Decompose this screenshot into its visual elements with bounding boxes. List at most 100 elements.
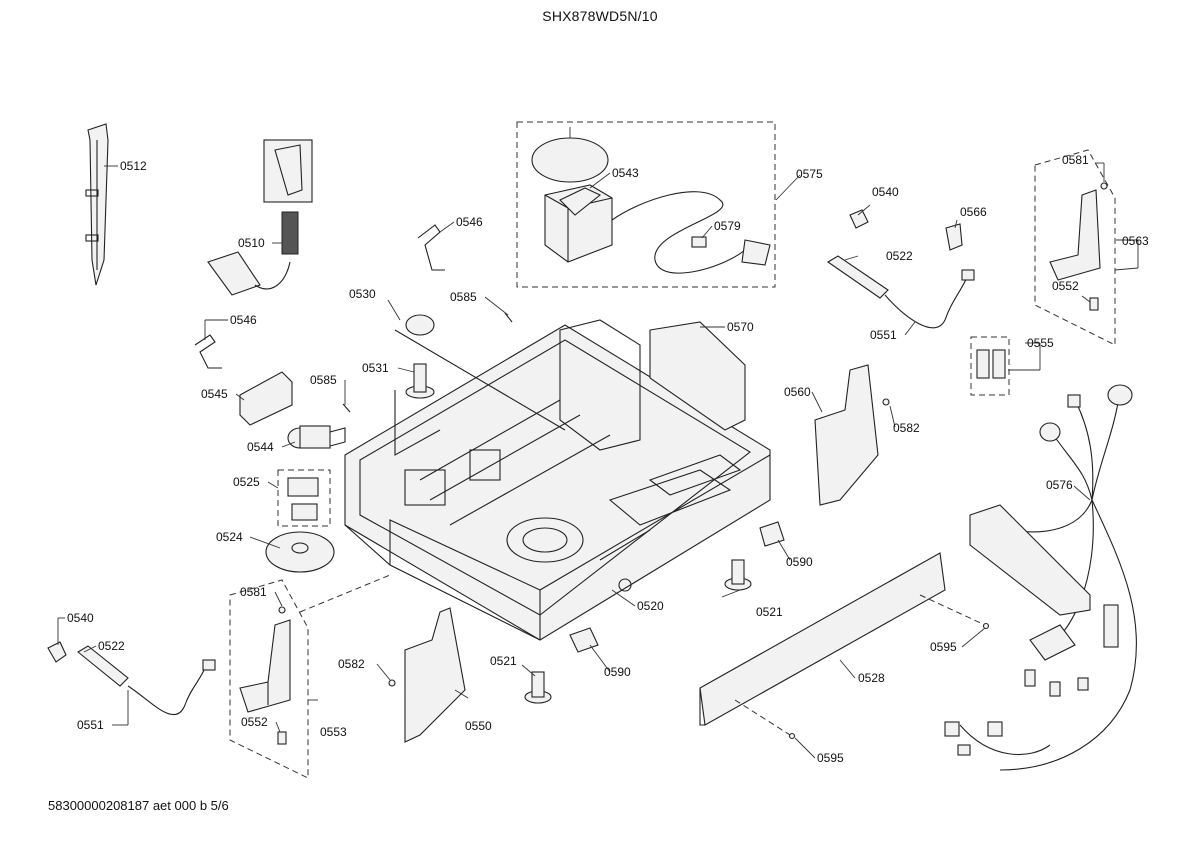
- callout-0585-upper: 0585: [450, 290, 477, 304]
- clip-0552-left: [277, 731, 287, 745]
- callout-0550: 0550: [465, 719, 492, 733]
- clip-0552-right: [1089, 297, 1099, 311]
- callout-0560: 0560: [784, 385, 811, 399]
- pin-0522-left: [77, 645, 129, 687]
- callout-0540-right: 0540: [872, 185, 899, 199]
- screw-line-0595-lower: [734, 699, 791, 736]
- clip-0590-right: [759, 521, 785, 547]
- clip-0590-lower: [569, 627, 599, 653]
- callout-0543: 0543: [612, 166, 639, 180]
- base-frame-part: [344, 319, 771, 641]
- callout-0563: 0563: [1122, 234, 1149, 248]
- callout-0590-right: 0590: [786, 555, 813, 569]
- leader-lines: [57, 162, 1139, 759]
- sensor-head-0551-left: [202, 659, 216, 671]
- screw-0581-right: [1100, 182, 1108, 190]
- tube-0530-part: [394, 329, 566, 431]
- callout-0581-right: 0581: [1062, 153, 1089, 167]
- foot-0521-right: [724, 559, 752, 591]
- screw-0581-left: [278, 606, 286, 614]
- wire-harness-0576: [944, 384, 1137, 771]
- callout-0551-left: 0551: [77, 718, 104, 732]
- group-box-0563: [1034, 149, 1116, 346]
- sensor-housing-assembly: [531, 127, 771, 274]
- clip-0525-a: [287, 477, 319, 497]
- bracket-0550-part: [404, 607, 466, 743]
- callout-0531: 0531: [362, 361, 389, 375]
- callout-0528: 0528: [858, 671, 885, 685]
- screw-line-0595-upper: [919, 594, 986, 626]
- group-box-0555: [970, 336, 1010, 396]
- callout-0522-left: 0522: [98, 639, 125, 653]
- callout-0521-lower: 0521: [490, 654, 517, 668]
- disc-0524-part: [265, 531, 335, 573]
- foot-0521-lower: [524, 671, 552, 704]
- callout-0546-upper: 0546: [456, 215, 483, 229]
- callout-0521-right: 0521: [756, 605, 783, 619]
- callout-0552-right: 0552: [1052, 279, 1079, 293]
- bracket-0553-part: [239, 619, 291, 713]
- group-box-0575: [516, 121, 776, 288]
- callout-0582-right: 0582: [893, 421, 920, 435]
- sensor-head-0551-right: [961, 269, 975, 281]
- screw-0595-upper: [982, 622, 990, 630]
- callout-0510: 0510: [238, 236, 265, 250]
- clip-0555-b: [992, 349, 1006, 379]
- foot-0531-part: [405, 363, 435, 399]
- callout-0530: 0530: [349, 287, 376, 301]
- rail-rod-part: [85, 123, 109, 286]
- holder-0540-left: [47, 641, 67, 663]
- mount-dash-line: [299, 574, 391, 613]
- model-title: SHX878WD5N/10: [542, 8, 658, 24]
- bracket-0545-part: [239, 371, 293, 426]
- kick-panel-0528-edge: [699, 688, 705, 726]
- document-reference: 58300000208187 aet 000 b 5/6: [48, 798, 229, 813]
- pin-0522-right: [826, 255, 889, 299]
- callout-0524: 0524: [216, 530, 243, 544]
- clip-0555-a: [976, 349, 990, 379]
- callout-0545: 0545: [201, 387, 228, 401]
- callout-0544: 0544: [247, 440, 274, 454]
- sensor-cable-0551-right: [884, 274, 969, 329]
- callout-0546-lower: 0546: [230, 313, 257, 327]
- callout-0540-left: 0540: [67, 611, 94, 625]
- screw-0585-lower: [342, 403, 351, 413]
- inlet-valve-part: [207, 139, 313, 296]
- callout-0585-lower: 0585: [310, 373, 337, 387]
- valve-0544-part: [287, 425, 346, 449]
- callout-0590-lower: 0590: [604, 665, 631, 679]
- screw-0582-left: [388, 679, 396, 687]
- bracket-0563-part: [1049, 189, 1101, 281]
- screw-0595-lower: [788, 732, 796, 740]
- cover-0570-part: [649, 321, 746, 431]
- callout-0581-left: 0581: [240, 585, 267, 599]
- clip-0546-lower: [194, 334, 222, 369]
- callout-0522-right: 0522: [886, 249, 913, 263]
- tube-0530-nut: [405, 314, 435, 336]
- callout-0579: 0579: [714, 219, 741, 233]
- callout-0555: 0555: [1027, 336, 1054, 350]
- group-box-0553: [229, 579, 309, 779]
- callout-0595-lower: 0595: [817, 751, 844, 765]
- callout-0576: 0576: [1046, 478, 1073, 492]
- kick-panel-0528: [699, 552, 946, 726]
- callout-0512: 0512: [120, 159, 147, 173]
- bracket-0560-part: [814, 364, 879, 506]
- callout-0553: 0553: [320, 725, 347, 739]
- sensor-cable-0551-left: [127, 667, 206, 716]
- callout-0552-left: 0552: [241, 715, 268, 729]
- callout-0566: 0566: [960, 205, 987, 219]
- screw-0582-right: [882, 398, 890, 406]
- callout-0551-right: 0551: [870, 328, 897, 342]
- clip-0546-upper: [417, 224, 445, 271]
- clip-0525-b: [291, 503, 318, 521]
- callout-0525: 0525: [233, 475, 260, 489]
- clamp-0566-part: [945, 223, 963, 251]
- callout-0575: 0575: [796, 167, 823, 181]
- group-box-0525: [277, 469, 331, 527]
- holder-0540-right: [849, 209, 869, 229]
- callout-0570: 0570: [727, 320, 754, 334]
- screw-0585-upper: [504, 312, 513, 323]
- callout-0520: 0520: [637, 599, 664, 613]
